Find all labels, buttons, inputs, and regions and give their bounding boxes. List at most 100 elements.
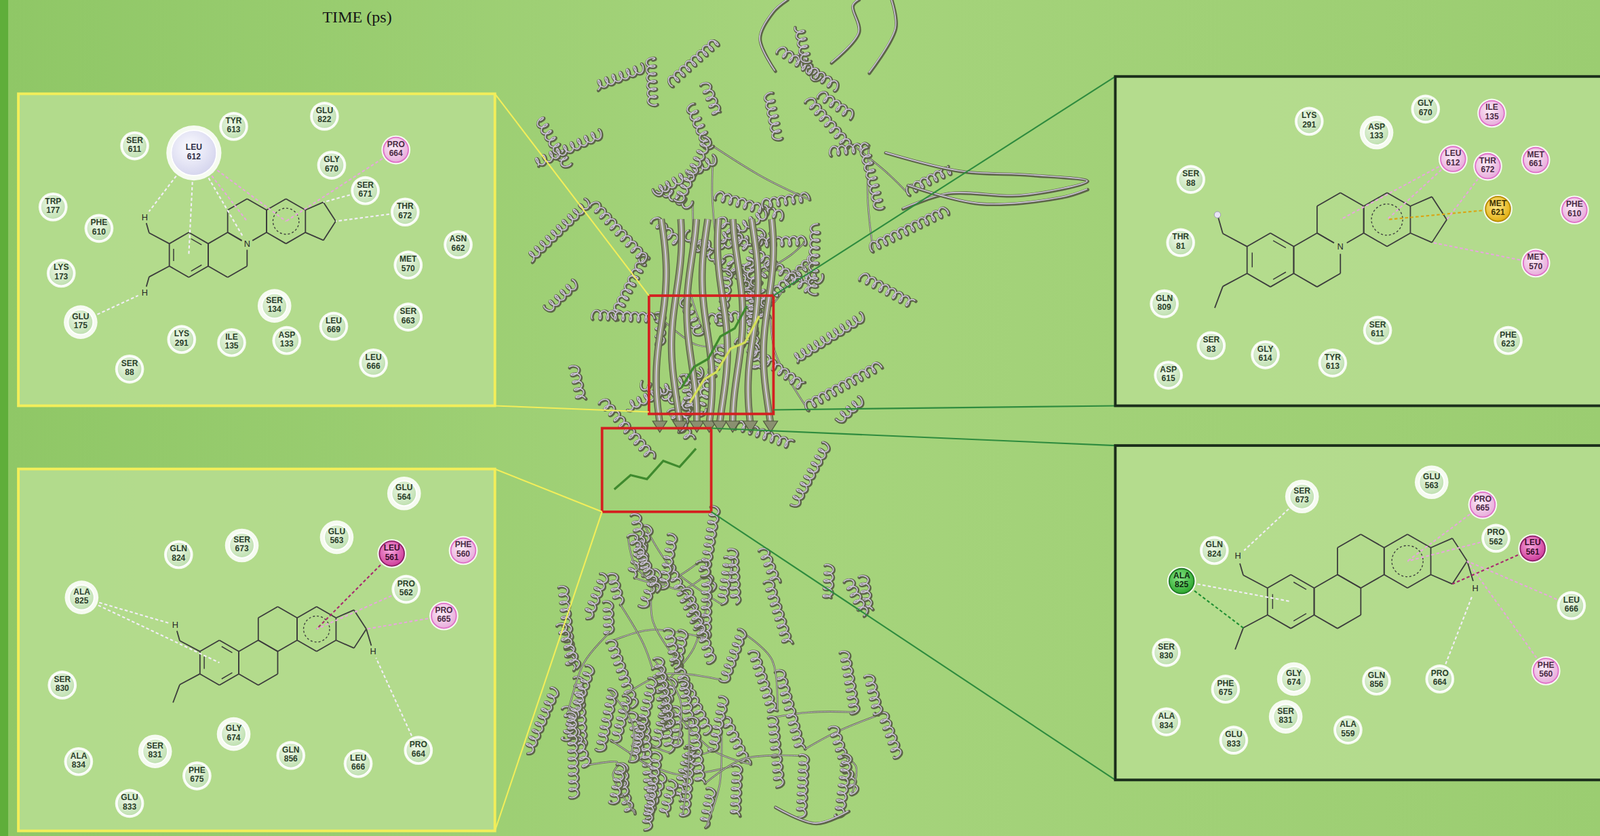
interaction-line <box>1467 561 1537 659</box>
helix-ribbon <box>864 676 882 716</box>
residue-label: LYS 291 <box>1301 112 1317 131</box>
helix-ribbon <box>660 780 677 816</box>
residue-circle: PHE 610 <box>85 215 112 242</box>
residue-label: GLU 563 <box>1422 473 1440 492</box>
ligand-bond <box>1267 615 1291 629</box>
residue-halo <box>1277 662 1312 697</box>
ligand-bond <box>1339 253 1341 274</box>
helix-ribbon <box>859 576 873 611</box>
residue-circle: LYS 173 <box>48 259 75 287</box>
residue-disc <box>445 232 471 258</box>
interaction-panel <box>18 93 496 406</box>
residue-circle: LYS 291 <box>1296 107 1323 135</box>
residue-label: TYR 613 <box>225 118 242 136</box>
helix-ribbon <box>795 313 865 363</box>
helix-highlight <box>860 147 884 209</box>
interaction-line <box>323 194 350 203</box>
residue-label: SER 673 <box>233 537 251 555</box>
sheet-highlight <box>671 219 682 424</box>
residue-circle: GLY 674 <box>220 720 247 748</box>
residue-label: ASN 662 <box>449 236 467 254</box>
residue-disc <box>395 304 421 330</box>
residue-label: GLU 833 <box>1224 731 1242 750</box>
callout-line <box>495 405 650 412</box>
ligand-bond <box>188 232 209 245</box>
residue-label: THR 81 <box>1172 233 1189 252</box>
loop-highlight <box>620 605 653 670</box>
residue-halo <box>120 131 150 161</box>
residue-label: PHE 675 <box>1216 680 1234 699</box>
residue-circle: ASP 133 <box>1363 119 1390 146</box>
helix-highlight <box>529 198 590 262</box>
helix-ribbon <box>869 0 897 74</box>
residue-halo <box>1250 340 1280 370</box>
residue-disc <box>1213 676 1239 702</box>
ligand-double-bond <box>1272 594 1274 610</box>
sheet-strand-face <box>763 219 774 424</box>
residue-disc <box>321 314 347 340</box>
interaction-line <box>366 618 428 630</box>
residue-halo <box>1493 326 1523 356</box>
helix-ribbon <box>689 718 706 785</box>
residue-halo <box>225 529 260 563</box>
ligand-bond <box>1266 588 1269 616</box>
residue-label: ALA 825 <box>73 588 90 607</box>
ligand-bond <box>258 640 279 652</box>
ligand-bond <box>1452 561 1468 585</box>
residue-circle: GLY 670 <box>1412 95 1439 123</box>
residue-circle: SER 830 <box>1153 639 1180 667</box>
loop-ribbon <box>588 761 618 766</box>
residue-circle: PHE 610 <box>1561 196 1588 224</box>
residue-disc <box>1485 196 1511 222</box>
helix-ribbon <box>569 366 587 399</box>
helix-ribbon <box>629 678 657 762</box>
residue-label: TRP 177 <box>44 198 62 216</box>
ligand-bond <box>1431 538 1453 549</box>
helix-ribbon <box>567 712 579 799</box>
residue-circle: PRO 665 <box>430 602 458 630</box>
residue-circle: MET 570 <box>1522 249 1550 277</box>
helix-highlight <box>758 236 806 247</box>
residue-circle: PHE 560 <box>449 537 477 564</box>
loop-highlight <box>588 761 618 766</box>
residue-circle: PHE 675 <box>1212 676 1239 703</box>
residue-label: ALA 825 <box>1173 572 1190 591</box>
ligand-2d <box>1235 534 1474 650</box>
residue-circle: GLN 856 <box>1363 668 1390 695</box>
ligand-bond <box>1431 196 1447 220</box>
residue-label: ALA 559 <box>1339 721 1356 740</box>
helix-ribbon <box>835 754 852 818</box>
ligand-bond <box>1360 534 1384 549</box>
sheet-highlight <box>701 219 713 424</box>
ligand-double-bond <box>1251 252 1253 268</box>
residue-disc <box>1198 333 1224 359</box>
ligand-bond <box>238 651 240 675</box>
helix-highlight <box>543 279 577 311</box>
residue-label: SER 673 <box>1293 487 1311 506</box>
ligand-bond <box>1214 286 1223 308</box>
loop-highlight <box>705 755 800 784</box>
loop-highlight <box>768 712 854 719</box>
residue-circle: LEU 612 <box>170 129 218 177</box>
helix-ribbon <box>794 27 811 64</box>
ligand-bond <box>177 630 180 641</box>
helix-highlight <box>843 579 868 616</box>
ligand-structures <box>146 192 1474 703</box>
residue-halo <box>271 326 302 356</box>
residue-label: THR 672 <box>1479 157 1497 175</box>
ligand-bond <box>316 607 337 619</box>
residue-label: PRO 664 <box>1431 670 1449 689</box>
helix-ribbon <box>765 92 783 140</box>
residue-label: SER 831 <box>146 742 164 761</box>
ligand-bond <box>323 202 336 222</box>
residue-halo <box>138 734 173 769</box>
residue-disc <box>352 178 378 204</box>
helix-ribbon <box>590 202 648 264</box>
residue-label: ALA 834 <box>1157 713 1175 732</box>
residue-halo <box>1269 699 1303 734</box>
residue-halo <box>343 749 374 779</box>
residue-label: SER 830 <box>53 676 71 695</box>
residue-disc <box>324 524 350 551</box>
residue-circle: SER 831 <box>1272 704 1299 731</box>
residue-disc <box>1221 727 1247 753</box>
